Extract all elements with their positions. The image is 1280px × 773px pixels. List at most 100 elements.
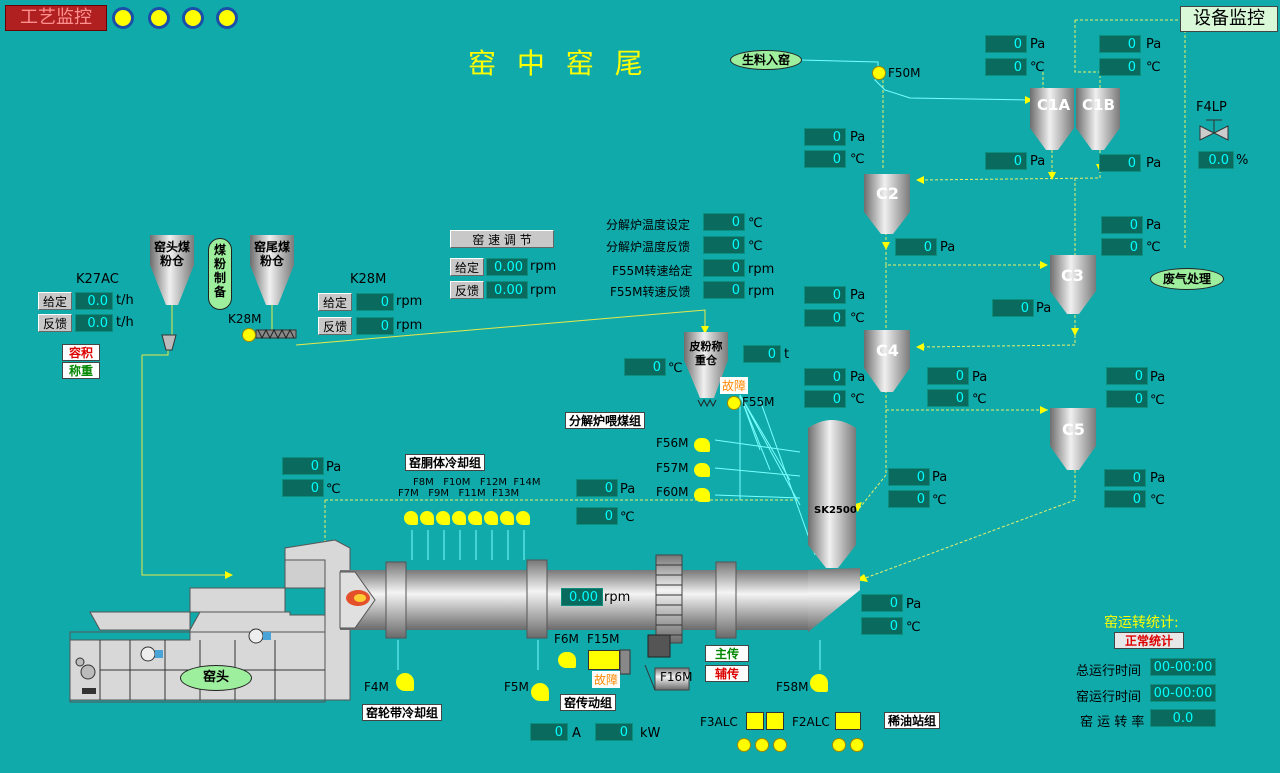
k28m-feedback-button[interactable]: 反馈	[318, 317, 352, 335]
fan-f12m-icon[interactable]	[484, 511, 498, 525]
process-monitor-button[interactable]: 工艺监控	[5, 5, 107, 31]
main-drive-button[interactable]: 主传	[705, 645, 749, 662]
normal-stats-button[interactable]: 正常统计	[1114, 632, 1184, 649]
pump-f2alc[interactable]	[835, 712, 861, 730]
fan-f14m-icon[interactable]	[516, 511, 530, 525]
kiln-speed-control-button[interactable]: 窑 速 调 节	[450, 230, 554, 248]
calciner-coal-feed-group[interactable]: 分解炉喂煤组	[565, 412, 646, 429]
c1a-temp-unit: ℃	[1030, 60, 1045, 75]
c5-inlet-pressure-unit: Pa	[972, 370, 988, 385]
shell-fans-bottom-labels: F7M F9M F11M F13M	[398, 488, 520, 499]
equipment-monitor-button[interactable]: 设备监控	[1180, 6, 1278, 32]
f55m-speed-setpoint[interactable]: 0	[703, 259, 745, 277]
page-title: 窑 中 窑 尾	[468, 47, 649, 80]
fan-f56m-icon[interactable]	[694, 438, 710, 452]
coal-prep-node[interactable]: 煤粉制备	[208, 238, 232, 310]
fan-f4m-icon[interactable]	[396, 673, 414, 691]
c4-pressure-unit: Pa	[850, 288, 866, 303]
fan-f60m-icon[interactable]	[694, 488, 710, 502]
kiln-shell-cooling-group[interactable]: 窑胴体冷却组	[405, 454, 486, 471]
kiln-tail-coal-bin-text: 窑尾煤粉仓	[253, 240, 290, 268]
k27ac-setpoint[interactable]: 0.0	[75, 292, 113, 310]
c2-pressure-unit: Pa	[850, 130, 866, 145]
fan-f6m-icon[interactable]	[558, 652, 576, 668]
k27ac-feedback-button[interactable]: 反馈	[38, 314, 72, 332]
raw-meal-inlet[interactable]: 生料入窑	[730, 50, 802, 70]
kiln-speed-setpoint[interactable]: 0.00	[486, 258, 528, 276]
f2alc-label: F2ALC	[792, 715, 830, 729]
kiln-tail-coal-bin-label: 窑尾煤粉仓	[251, 240, 293, 268]
fan-f57m-icon[interactable]	[694, 463, 710, 477]
kiln-run-rate: 0.0	[1150, 709, 1216, 727]
feeder-f50m-indicator[interactable]	[872, 66, 886, 80]
k28m-motor-indicator[interactable]	[242, 328, 256, 342]
f60m-label: F60M	[656, 485, 689, 499]
cyclone-c3-label: C3	[1061, 266, 1084, 285]
status-indicator-4	[216, 7, 238, 29]
lube-indicator-1	[737, 738, 751, 752]
kiln-shell-temp-unit: ℃	[326, 482, 341, 497]
drive-current-unit: A	[572, 726, 581, 741]
k28m-set-button[interactable]: 给定	[318, 293, 352, 311]
fan-f11m-icon[interactable]	[468, 511, 482, 525]
exhaust-treatment[interactable]: 废气处理	[1150, 268, 1224, 290]
fan-f8m-icon[interactable]	[420, 511, 434, 525]
c4-pressure: 0	[804, 286, 846, 304]
cyclone-c2-label: C2	[876, 184, 899, 203]
kiln-tail-pressure-unit: Pa	[906, 597, 922, 612]
fan-f5m-icon[interactable]	[531, 683, 549, 701]
pulv-bin-weight-unit: t	[784, 347, 790, 362]
c5-temp: 0	[1106, 390, 1148, 408]
aux-drive-button[interactable]: 辅传	[705, 665, 749, 682]
shell-fans-top-labels: F8M F10M F12M F14M	[413, 477, 541, 488]
kiln-tail-temp-unit: ℃	[906, 620, 921, 635]
kiln-run-rate-label: 窑 运 转 率	[1080, 715, 1145, 730]
kiln-speed-feedback: 0.00	[486, 281, 528, 299]
c3-temp-unit: ℃	[1146, 240, 1161, 255]
kiln-speed-feedback-button[interactable]: 反馈	[450, 281, 484, 299]
kiln-rotation-speed: 0.00	[561, 588, 603, 606]
c4-outlet-temp: 0	[804, 390, 846, 408]
gravimetric-mode-button[interactable]: 称重	[62, 362, 100, 379]
lube-oil-station-group[interactable]: 稀油站组	[884, 712, 941, 729]
pulv-weigh-bin-label: 皮粉称重仓	[686, 340, 726, 368]
f55m-speed-fb-unit: rpm	[748, 284, 775, 299]
c5-outlet-pressure-unit: Pa	[1150, 471, 1166, 486]
kiln-tire-cooling-group[interactable]: 窑轮带冷却组	[362, 704, 443, 721]
f55m-speed-fb-label: F55M转速反馈	[610, 285, 691, 299]
c3-temp: 0	[1101, 238, 1143, 256]
k27ac-set-button[interactable]: 给定	[38, 292, 72, 310]
c5-inlet-pressure: 0	[927, 367, 969, 385]
volumetric-mode-button[interactable]: 容积	[62, 344, 100, 361]
kiln-speed-set-button[interactable]: 给定	[450, 258, 484, 276]
kiln-stats-title: 窑运转统计:	[1104, 615, 1179, 631]
c1b-outlet-pressure-unit: Pa	[1146, 156, 1162, 171]
kiln-head-node[interactable]: 窑头	[180, 665, 252, 691]
fan-f7m-icon[interactable]	[404, 511, 418, 525]
c1a-pressure-unit: Pa	[1030, 37, 1046, 52]
c5-outlet-pressure: 0	[1104, 469, 1146, 487]
motor-f15m-icon[interactable]	[588, 650, 620, 670]
fan-f9m-icon[interactable]	[436, 511, 450, 525]
f4lp-opening: 0.0	[1198, 151, 1234, 169]
fan-f58m-icon[interactable]	[810, 674, 828, 692]
pump-f3alc-1[interactable]	[746, 712, 764, 730]
fan-f13m-icon[interactable]	[500, 511, 514, 525]
fan-f10m-icon[interactable]	[452, 511, 466, 525]
c1b-pressure-unit: Pa	[1146, 37, 1162, 52]
c4-outlet-pressure: 0	[804, 368, 846, 386]
k28m-setpoint[interactable]: 0	[356, 293, 394, 311]
kiln-drive-group[interactable]: 窑传动组	[560, 694, 617, 711]
cyclone-c2	[864, 174, 910, 234]
c5-inlet-temp-unit: ℃	[972, 392, 987, 407]
f55m-fault-badge: 故障	[720, 377, 749, 394]
cyclone-c5	[1050, 408, 1096, 470]
feeder-f55m-indicator[interactable]	[727, 396, 741, 410]
calciner-temp-setpoint[interactable]: 0	[703, 213, 745, 231]
drive-current: 0	[530, 723, 568, 741]
pump-f3alc-2[interactable]	[766, 712, 784, 730]
kiln-tail-coal-bin	[250, 235, 294, 305]
kiln-head-coal-bin	[150, 235, 194, 351]
calciner-pressure-unit: Pa	[932, 470, 948, 485]
f60m-temp: 0	[576, 507, 618, 525]
